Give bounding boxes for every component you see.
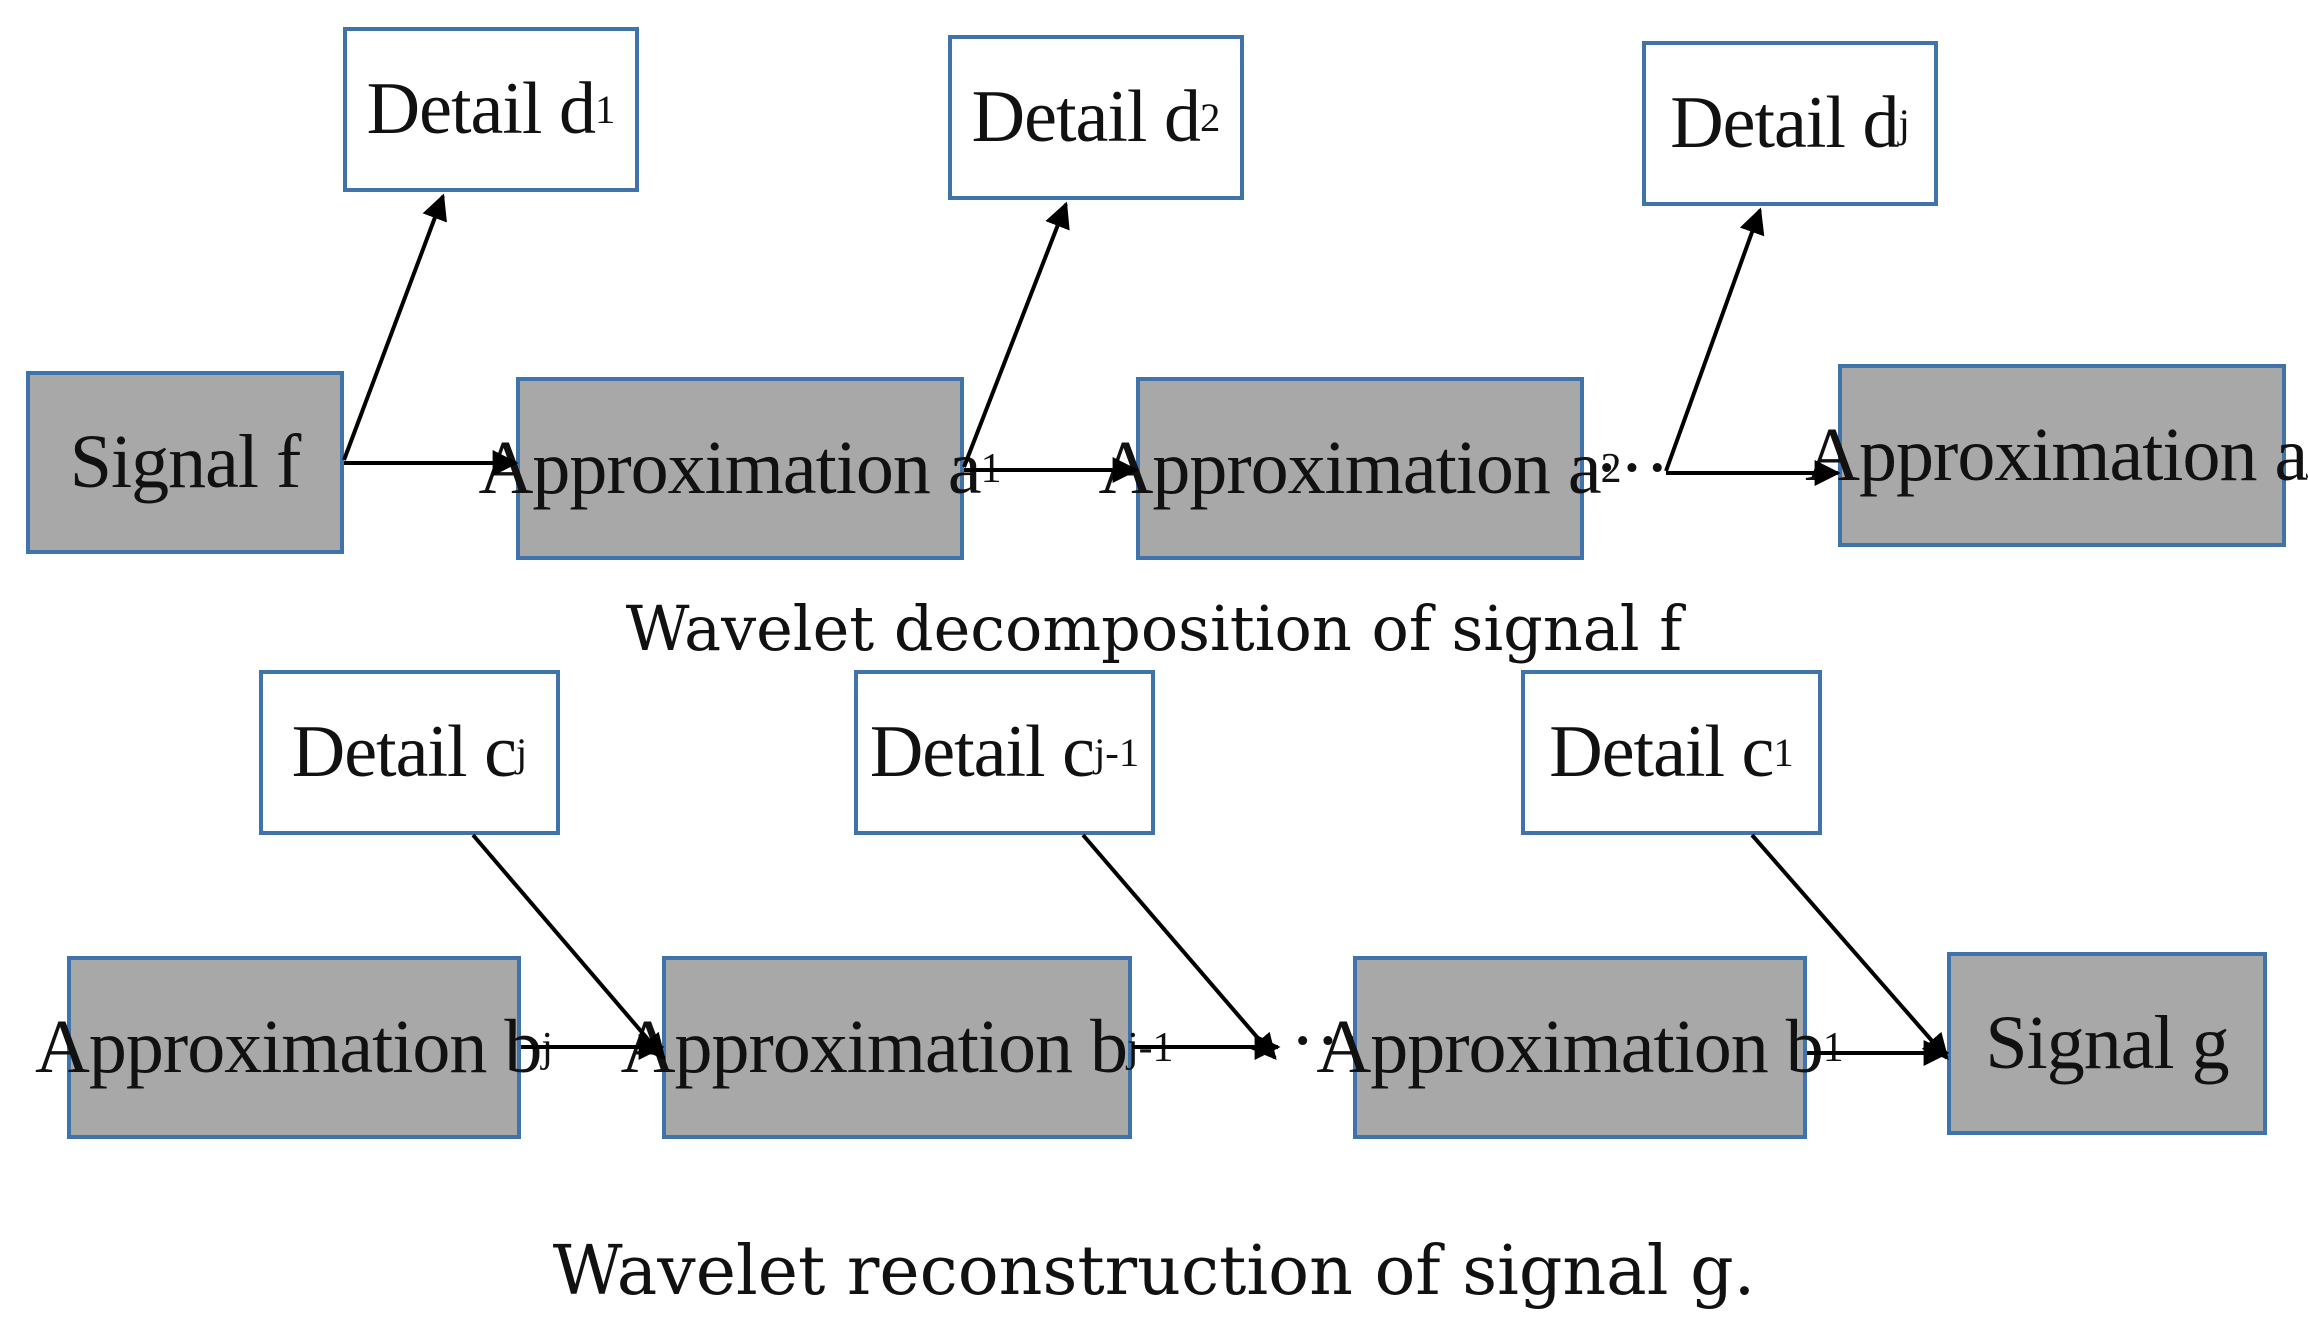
signal-f-box: Signal f: [26, 371, 344, 554]
approximation-bj-1-label: Approximation b: [620, 1005, 1128, 1089]
detail-c1-label: Detail c: [1549, 711, 1774, 793]
detail-cj-subscript: j: [515, 730, 528, 775]
decomposition-ellipsis: ···: [1594, 426, 1670, 510]
detail-cj-label: Detail c: [291, 711, 517, 793]
arrow-cj-1-to-ellipsis: [1081, 833, 1277, 1060]
approximation-a1-label: Approximation a: [478, 426, 981, 510]
reconstruction-caption: Wavelet reconstruction of signal g.: [552, 1232, 1756, 1311]
approximation-a2-label: Approximation a: [1098, 426, 1601, 510]
detail-c1-subscript: 1: [1773, 730, 1794, 775]
approximation-aj-box: Approximation aj: [1805, 364, 2308, 547]
approximation-a2-subscript: 2: [1600, 445, 1622, 492]
detail-cj-1-label: Detail c: [869, 711, 1095, 793]
detail-d1-label: Detail d: [366, 68, 596, 150]
detail-dj-subscript: j: [1898, 101, 1910, 146]
detail-d1-subscript: 1: [594, 87, 616, 132]
detail-dj-label: Detail d: [1670, 82, 1899, 164]
approximation-bj-label: Approximation b: [35, 1005, 542, 1089]
arrow-signal-f-to-d1: [342, 193, 447, 461]
signal-f-label: Signal f: [69, 420, 302, 504]
approximation-aj-label: Approximation a: [1805, 413, 2308, 497]
approximation-b1-label: Approximation b: [1316, 1005, 1823, 1089]
approximation-b1-subscript: 1: [1822, 1024, 1844, 1071]
signal-g-label: Signal g: [1985, 1001, 2229, 1085]
detail-d2-subscript: 2: [1199, 95, 1221, 140]
arrow-a1-to-d2: [962, 201, 1070, 468]
detail-cj-1-subscript: j-1: [1093, 730, 1140, 775]
signal-g-box: Signal g: [1947, 952, 2267, 1135]
arrow-ellipsis-to-dj: [1664, 207, 1765, 472]
detail-d2-label: Detail d: [971, 76, 1201, 158]
arrow-c1-to-signal-g: [1750, 833, 1949, 1060]
arrow-cj-to-bj-1: [471, 833, 666, 1060]
decomposition-caption: Wavelet decomposition of signal f: [625, 592, 1683, 665]
